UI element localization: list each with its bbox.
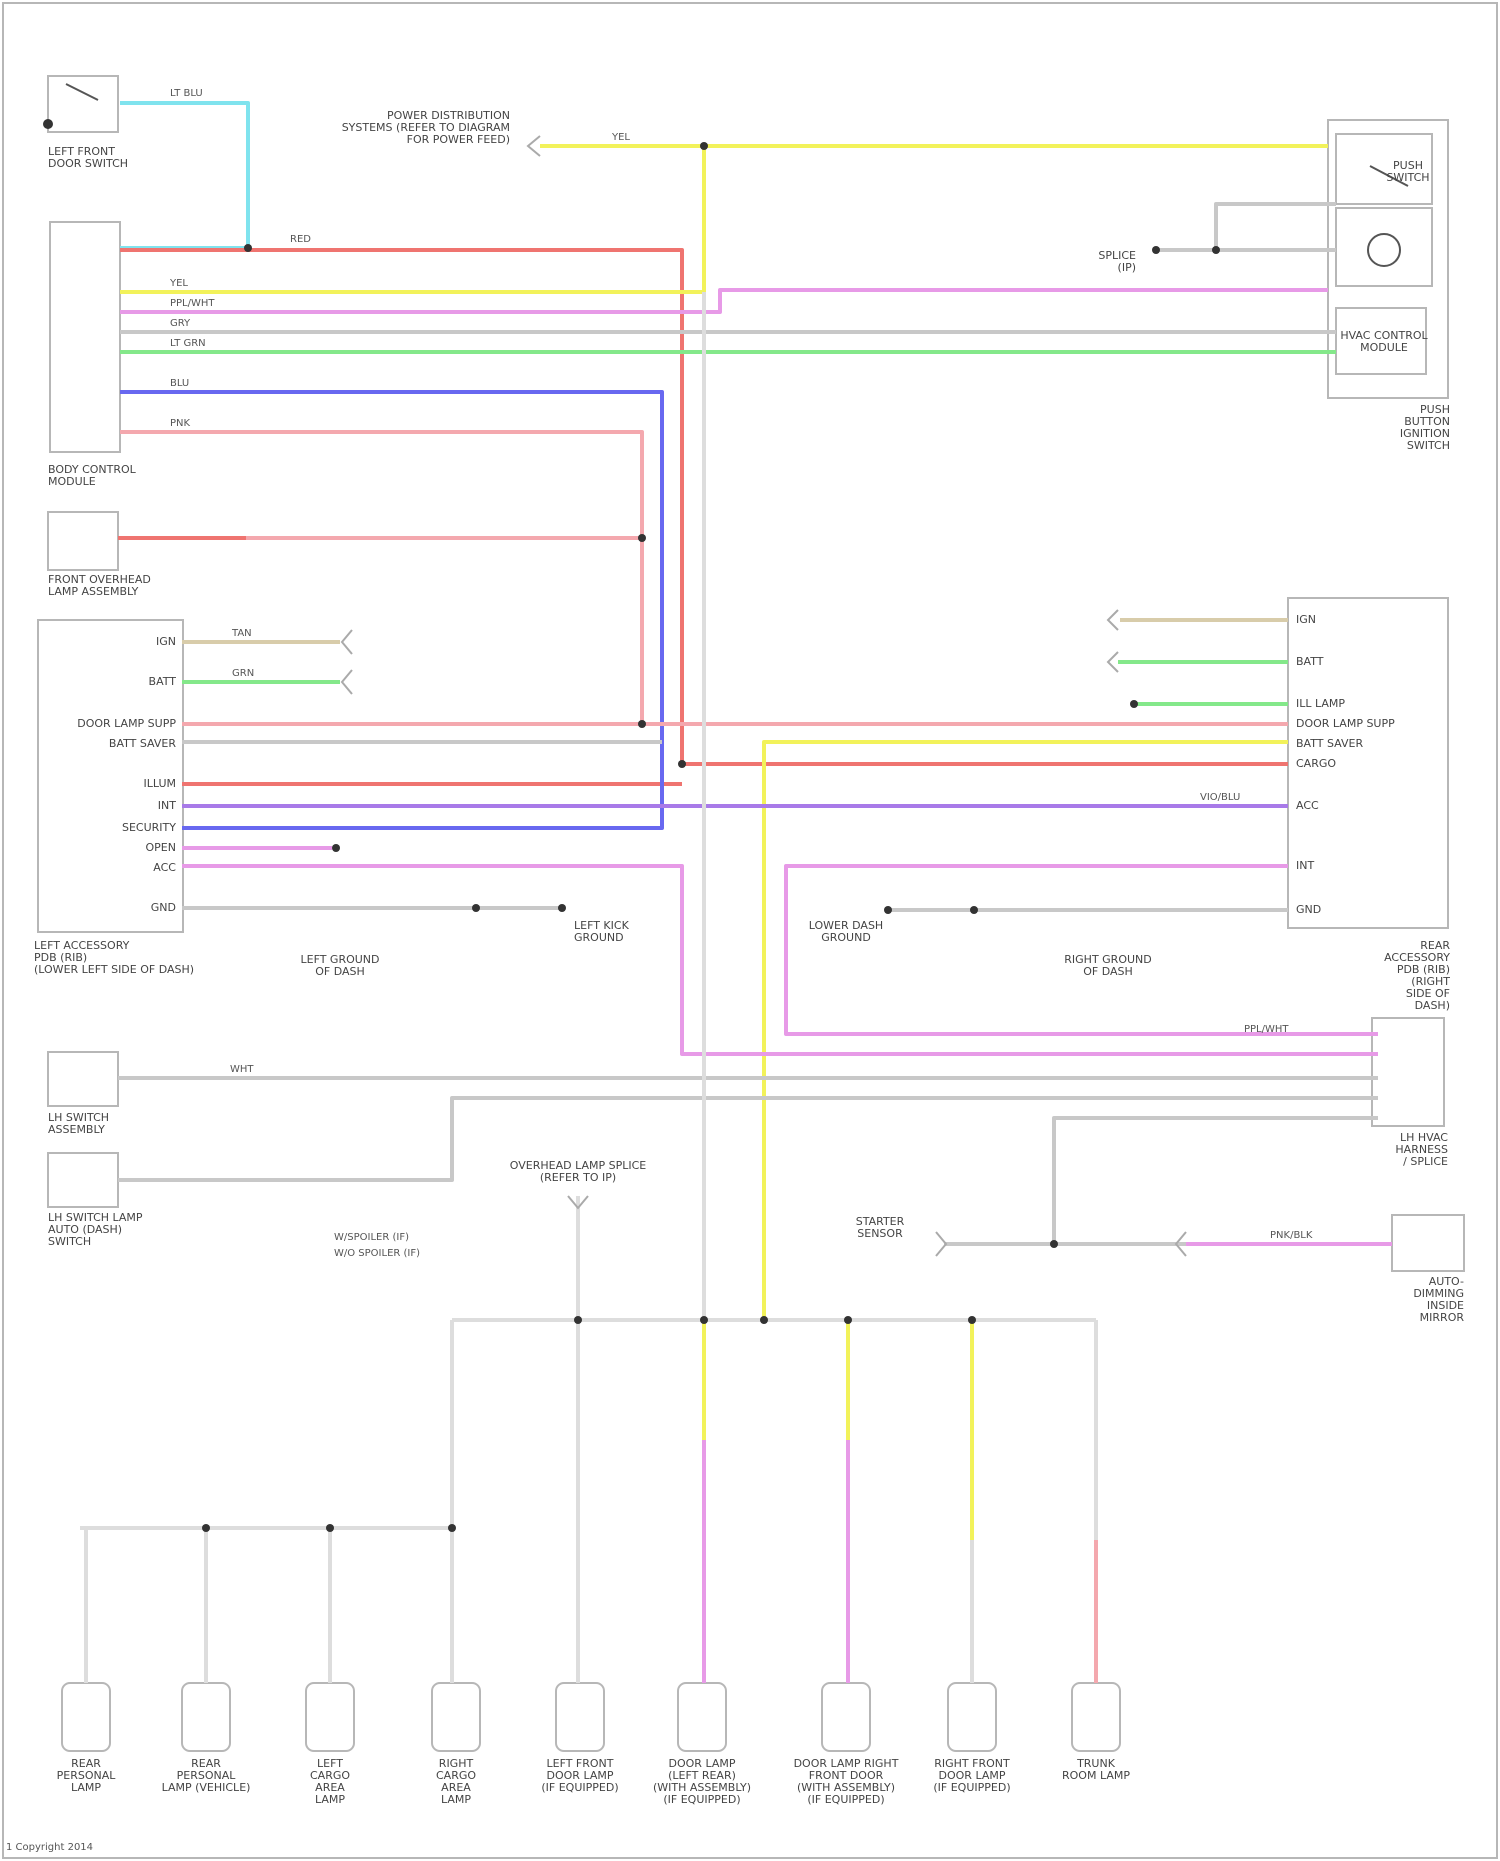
lamp9-label: TRUNK ROOM LAMP [1062,1758,1130,1782]
lamp4-label: RIGHT CARGO AREA LAMP [436,1758,476,1806]
rear-pdb-pin-batt: BATT [1296,656,1323,668]
wire-label-pnk: PNK [170,418,190,429]
legend-line1: W/SPOILER (IF) [334,1232,409,1243]
rear-accessory-pdb-label: REAR ACCESSORY PDB (RIB) (RIGHT SIDE OF … [1384,940,1450,1012]
rear-pdb-pin-cargo: CARGO [1296,758,1336,770]
left-pdb-pin-batt-saver: BATT SAVER [109,738,176,750]
left-accessory-pdb-label: LEFT ACCESSORY PDB (RIB) (LOWER LEFT SID… [34,940,194,976]
splice-ip-label: SPLICE (IP) [1098,250,1136,274]
lamp-shapes [62,1683,1120,1751]
push-switch-label: PUSH SWITCH [1386,160,1429,184]
wire-label-pnk-blk: PNK/BLK [1270,1230,1312,1241]
wire-gry-splice [1054,1118,1378,1244]
rear-pdb-pin-ill-lamp: ILL LAMP [1296,698,1345,710]
bcm-label: BODY CONTROL MODULE [48,464,136,488]
left-front-door-switch-label: LEFT FRONT DOOR SWITCH [48,146,128,170]
wire-label-lt-blu: LT BLU [170,88,203,99]
left-pdb-pin-illum: ILLUM [144,778,177,790]
left-ground-dash-label: LEFT GROUND OF DASH [300,954,379,978]
wire-label-grn: GRN [232,668,254,679]
wire-label-ppl-wht: PPL/WHT [170,298,215,309]
wire-label-wht: WHT [230,1064,254,1075]
rear-pdb-pin-gnd: GND [1296,904,1321,916]
lh-switch-assembly-label: LH SWITCH ASSEMBLY [48,1112,109,1136]
wires [80,103,1392,1528]
front-overhead-lamp-label: FRONT OVERHEAD LAMP ASSEMBLY [48,574,151,598]
auto-dimming-mirror-box [1392,1215,1464,1271]
lamp6-label: DOOR LAMP (LEFT REAR) (WITH ASSEMBLY) (I… [653,1758,751,1806]
footer-copyright: 1 Copyright 2014 [6,1842,93,1853]
lamp4-shape [432,1683,480,1751]
wire-label-vio: VIO/BLU [1200,792,1240,803]
left-accessory-pdb-box [38,620,183,932]
left-pdb-pin-int: INT [158,800,176,812]
legend-line2: W/O SPOILER (IF) [334,1248,420,1259]
lamp7-label: DOOR LAMP RIGHT FRONT DOOR (WITH ASSEMBL… [794,1758,899,1806]
left-front-door-switch-box [48,76,118,132]
starter-sensor-label: STARTER SENSOR [856,1216,905,1240]
right-ground-dash-label: RIGHT GROUND OF DASH [1064,954,1151,978]
bcm-box [50,222,120,452]
lamp3-shape [306,1683,354,1751]
rear-pdb-pin-int: INT [1296,860,1314,872]
auto-dimming-mirror-label: AUTO-DIMMING INSIDE MIRROR [1413,1276,1464,1324]
lamp6-shape [678,1683,726,1751]
wire-label-ppl-wht-2: PPL/WHT [1244,1024,1289,1035]
left-pdb-pin-open: OPEN [146,842,176,854]
lamp8-label: RIGHT FRONT DOOR LAMP (IF EQUIPPED) [933,1758,1010,1794]
lower-dash-ground-label: LOWER DASH GROUND [809,920,883,944]
wire-yel-pdb [764,742,1288,1320]
wire-label-yel-bcm: YEL [170,278,188,289]
lamp1-label: REAR PERSONAL LAMP [57,1758,116,1794]
left-pdb-pin-door-lamp: DOOR LAMP SUPP [77,718,176,730]
left-pdb-pin-acc: ACC [153,862,176,874]
lh-switch-alt-box [48,1153,118,1207]
lamp9-shape [1072,1683,1120,1751]
wire-gry-push2 [1216,204,1336,250]
left-pdb-pin-gnd: GND [151,902,176,914]
lamp8-shape [948,1683,996,1751]
wire-yel-bcm [120,146,704,292]
front-overhead-lamp-box [48,512,118,570]
wire-label-blu: BLU [170,378,189,389]
diagram-border [3,3,1497,1858]
hvac-control-label: HVAC CONTROL MODULE [1340,330,1427,354]
left-pdb-pin-security: SECURITY [122,822,176,834]
lh-hvac-connector-box [1372,1018,1444,1126]
wire-ppl-wht-4 [786,866,1378,1034]
push-button-ignition-label: PUSH BUTTON IGNITION SWITCH [1400,404,1450,452]
power-splice-top-label: POWER DISTRIBUTION SYSTEMS (REFER TO DIA… [342,110,510,146]
lamp1-shape [62,1683,110,1751]
lamp-drops [86,1196,1096,1683]
lamp5-shape [556,1683,604,1751]
lamp3-label: LEFT CARGO AREA LAMP [310,1758,350,1806]
lamp5-label: LEFT FRONT DOOR LAMP (IF EQUIPPED) [541,1758,618,1794]
lh-switch-assembly-box [48,1052,118,1106]
wire-label-yel: YEL [612,132,630,143]
rear-pdb-pin-ign: IGN [1296,614,1316,626]
rear-pdb-pin-acc: ACC [1296,800,1319,812]
switch-symbols [66,84,1408,266]
left-kick-ground-label: LEFT KICK GROUND [574,920,629,944]
start-button-box [1336,208,1432,286]
wire-gry-lhsw2 [118,1098,1378,1180]
lh-switch-alt-label: LH SWITCH LAMP AUTO (DASH) SWITCH [48,1212,143,1248]
lamp2-label: REAR PERSONAL LAMP (VEHICLE) [162,1758,251,1794]
lh-hvac-connector-label: LH HVAC HARNESS / SPLICE [1395,1132,1448,1168]
rear-pdb-pin-door-lamp: DOOR LAMP SUPP [1296,718,1395,730]
wire-label-lt-grn: LT GRN [170,338,206,349]
backlight-splice-label: OVERHEAD LAMP SPLICE (REFER TO IP) [510,1160,646,1184]
lamp2-shape [182,1683,230,1751]
lamp7-shape [822,1683,870,1751]
wire-label-gry: GRY [170,318,190,329]
wire-blu [120,392,662,828]
wire-lt-blu [120,103,248,248]
rear-pdb-pin-batt-saver: BATT SAVER [1296,738,1363,750]
wire-label-tan: TAN [232,628,252,639]
wire-label-red: RED [290,234,311,245]
left-pdb-pin-batt: BATT [149,676,176,688]
left-pdb-pin-ign: IGN [156,636,176,648]
